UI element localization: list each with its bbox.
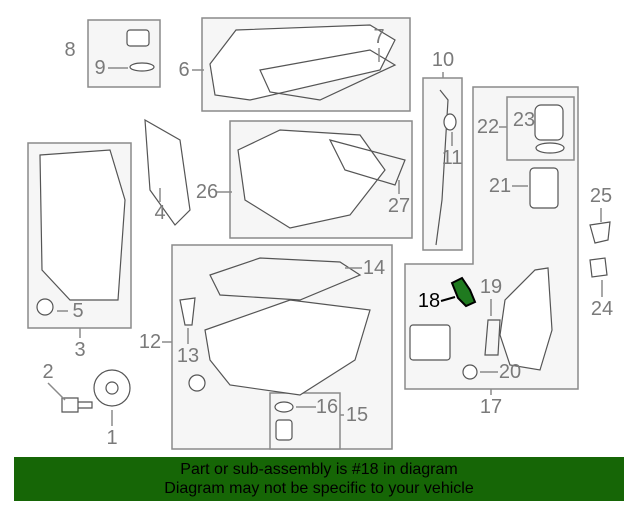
callout-10[interactable]: 10 — [431, 49, 455, 71]
callout-6[interactable]: 6 — [178, 59, 190, 81]
callout-21[interactable]: 21 — [488, 175, 512, 197]
oil-pan-part — [204, 299, 371, 396]
callout-14[interactable]: 14 — [362, 257, 386, 279]
bolt-2-part — [61, 397, 93, 413]
callout-11[interactable]: 11 — [441, 147, 463, 169]
seal-pan-part — [188, 374, 206, 392]
drain-plug-15-part — [275, 419, 293, 441]
oil-cap-part — [126, 29, 150, 47]
callout-23[interactable]: 23 — [512, 109, 536, 131]
timing-cover-part — [39, 149, 126, 301]
intake-manifold-part — [237, 129, 386, 229]
box-dipstick — [422, 77, 463, 251]
seal-5-part — [36, 298, 54, 316]
callout-5[interactable]: 5 — [72, 300, 84, 322]
callout-17[interactable]: 17 — [479, 396, 503, 418]
filter-cap-23-part — [534, 104, 564, 141]
callout-19[interactable]: 19 — [479, 276, 503, 298]
o-ring-22-part — [535, 142, 565, 154]
o-ring-11-part — [443, 113, 457, 131]
callout-26[interactable]: 26 — [195, 181, 219, 203]
callout-20[interactable]: 20 — [498, 361, 522, 383]
dipstick-part — [435, 89, 449, 246]
oil-filter-housing-part — [499, 267, 553, 371]
o-ring-9-part — [129, 62, 155, 72]
bracket-25-part — [589, 221, 611, 244]
callout-7[interactable]: 7 — [373, 26, 385, 48]
pickup-13-part — [179, 297, 196, 326]
callout-9[interactable]: 9 — [94, 57, 106, 79]
callout-3[interactable]: 3 — [74, 339, 86, 361]
gasket-18-part — [450, 276, 477, 308]
callout-27[interactable]: 27 — [387, 195, 411, 217]
baffle-14-part — [209, 257, 362, 301]
washer-16-part — [274, 401, 294, 413]
callout-8[interactable]: 8 — [64, 39, 76, 61]
callout-2[interactable]: 2 — [42, 361, 54, 383]
gasket-4-part — [144, 118, 191, 226]
gasket-19-part — [484, 319, 501, 356]
sensor-24-part — [589, 257, 608, 278]
callout-12[interactable]: 12 — [138, 331, 162, 353]
banner-line-2: Diagram may not be specific to your vehi… — [164, 480, 474, 497]
valve-cover-gasket-part — [259, 49, 397, 101]
pulley-hub-part — [105, 381, 119, 395]
callout-13[interactable]: 13 — [176, 345, 200, 367]
callout-18-highlighted[interactable]: 18 — [417, 290, 441, 312]
callout-16[interactable]: 16 — [315, 396, 339, 418]
callout-1[interactable]: 1 — [106, 427, 118, 449]
filter-element-21-part — [529, 167, 559, 209]
banner-line-1: Part or sub-assembly is #18 in diagram — [180, 461, 458, 478]
callout-24[interactable]: 24 — [590, 298, 614, 320]
callout-25[interactable]: 25 — [589, 185, 613, 207]
callout-4[interactable]: 4 — [154, 202, 166, 224]
info-banner: Part or sub-assembly is #18 in diagram D… — [14, 457, 624, 501]
oil-cooler-part — [409, 324, 451, 361]
o-ring-20-part — [462, 364, 478, 380]
callout-22[interactable]: 22 — [476, 116, 500, 138]
intake-gasket-part — [328, 139, 406, 186]
callout-15[interactable]: 15 — [345, 404, 369, 426]
